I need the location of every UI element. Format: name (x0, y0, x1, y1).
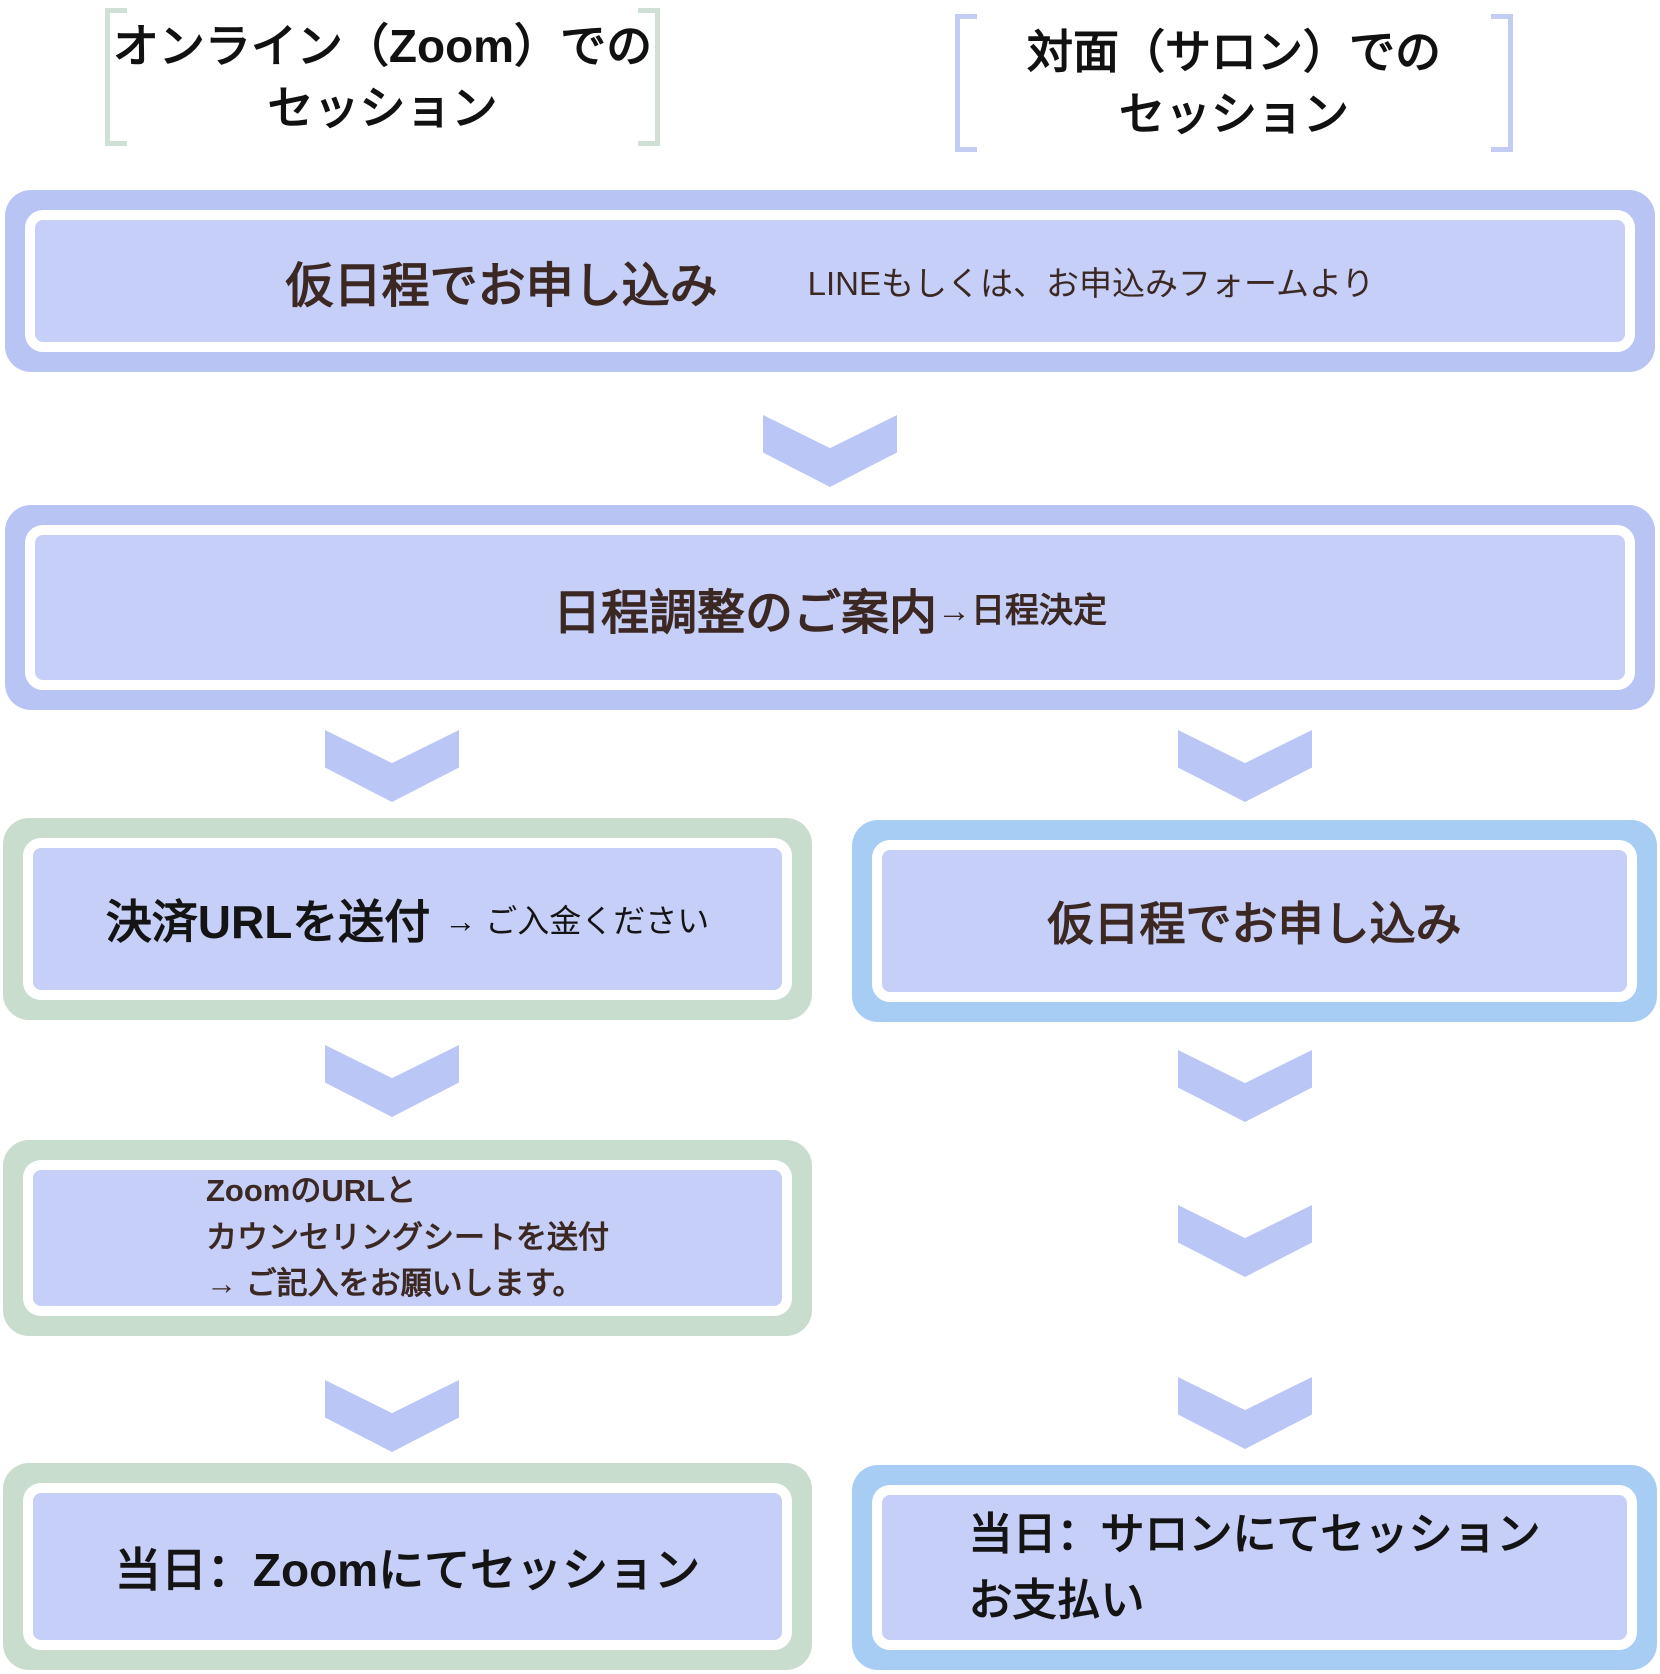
step-box-materials: ZoomのURLと カウンセリングシートを送付 → ご記入をお願いします。 (3, 1140, 812, 1336)
step-box-online-day: 当日：Zoomにてセッション (3, 1463, 812, 1670)
step-box-schedule: 日程調整のご案内 →日程決定 (5, 505, 1655, 710)
arrow-down-icon (325, 730, 459, 802)
arrow-down-icon (325, 1380, 459, 1452)
close-bracket-icon (1491, 14, 1513, 152)
step-box-payment: 決済URLを送付 → ご入金ください (3, 818, 812, 1020)
column-header-online: オンライン（Zoom）での セッション (105, 8, 660, 146)
arrow-down-icon (1178, 1205, 1312, 1277)
step-note: LINEもしくは、お申込みフォームより (807, 265, 1375, 302)
step-title: 仮日程でお申し込み (1047, 898, 1462, 950)
step-note: → ご入金ください (444, 903, 710, 939)
column-header-salon: 対面（サロン）での セッション (955, 14, 1513, 152)
step-title: 日程調整のご案内 (552, 586, 937, 640)
step-note: →日程決定 (937, 592, 1107, 630)
step-title: 仮日程でお申し込み (285, 260, 718, 313)
online-header-title: オンライン（Zoom）での セッション (112, 19, 653, 134)
arrow-down-icon (1178, 1377, 1312, 1449)
step-text-lines: ZoomのURLと カウンセリングシートを送付 → ご記入をお願いします。 (206, 1173, 609, 1302)
salon-header-title: 対面（サロン）での セッション (1027, 25, 1441, 140)
step-text-lines: 当日：サロンにてセッション お支払い (968, 1509, 1541, 1625)
step-box-salon-day: 当日：サロンにてセッション お支払い (852, 1465, 1657, 1670)
step-box-apply: 仮日程でお申し込み LINEもしくは、お申込みフォームより (5, 190, 1655, 372)
arrow-down-icon (1178, 730, 1312, 802)
step-title: 決済URLを送付 (105, 896, 431, 948)
step-title: 当日：Zoomにてセッション (114, 1543, 701, 1596)
open-bracket-icon (955, 14, 977, 152)
arrow-down-icon (1178, 1050, 1312, 1122)
arrow-down-icon (763, 415, 897, 487)
close-bracket-icon (638, 8, 660, 146)
open-bracket-icon (105, 8, 127, 146)
step-box-salon-apply: 仮日程でお申し込み (852, 820, 1657, 1022)
arrow-down-icon (325, 1045, 459, 1117)
